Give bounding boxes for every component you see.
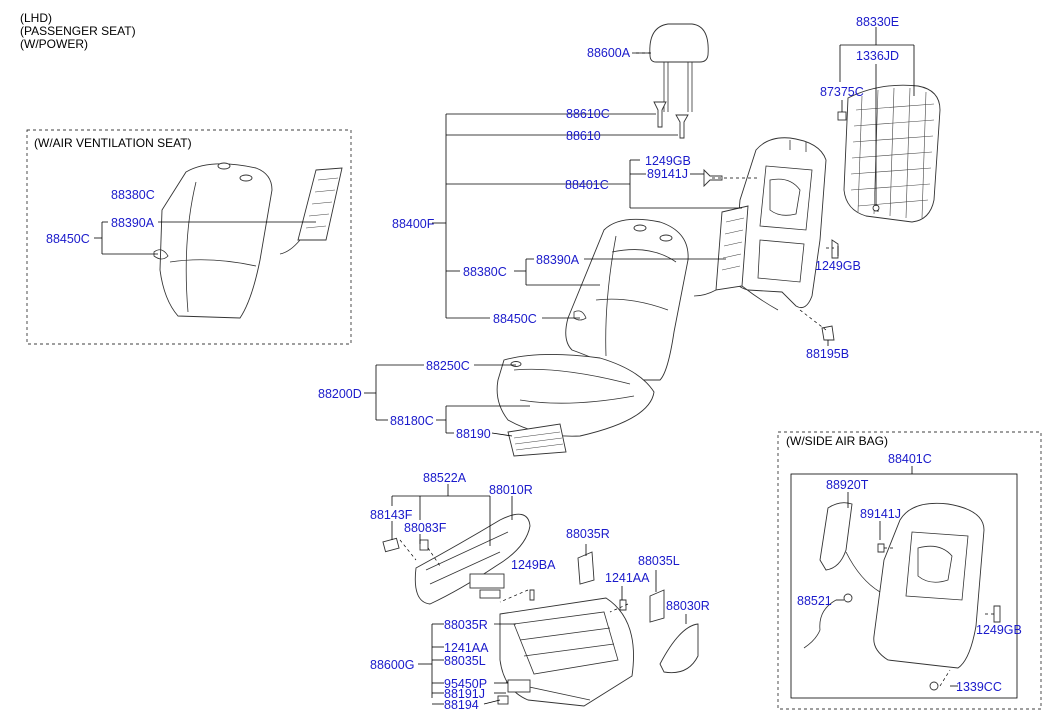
- part-95450P[interactable]: 95450P: [444, 677, 487, 691]
- air-vent-box-title: (W/AIR VENTILATION SEAT): [34, 136, 192, 150]
- part-88035L-lower[interactable]: 88035L: [444, 654, 486, 668]
- part-88035R-lower[interactable]: 88035R: [444, 618, 488, 632]
- air-vent-pad-drawing: [279, 167, 343, 255]
- part-88035L-upper[interactable]: 88035L: [638, 554, 680, 568]
- headrest-drawing: [649, 23, 709, 112]
- part-88390A-vent[interactable]: 88390A: [111, 216, 155, 230]
- part-88010R[interactable]: 88010R: [489, 483, 533, 497]
- part-88401C-main[interactable]: 88401C: [565, 178, 609, 192]
- headrest-guides-drawing: [653, 101, 689, 139]
- part-88250C[interactable]: 88250C: [426, 359, 470, 373]
- part-88143F[interactable]: 88143F: [370, 508, 413, 522]
- seatback-frame-drawing: [733, 137, 827, 309]
- part-88600A[interactable]: 88600A: [587, 46, 631, 60]
- leader-lines: [94, 27, 958, 705]
- bracket-drawings: [529, 551, 699, 674]
- part-88610[interactable]: 88610: [566, 129, 601, 143]
- part-88450C-vent[interactable]: 88450C: [46, 232, 90, 246]
- air-vent-box: [26, 129, 352, 345]
- part-88450C-main[interactable]: 88450C: [493, 312, 537, 326]
- part-88600G[interactable]: 88600G: [370, 658, 414, 672]
- airbag-module-drawing: [803, 502, 1001, 691]
- part-88522A[interactable]: 88522A: [423, 471, 467, 485]
- cushion-vent-pad-drawing: [507, 423, 567, 457]
- seatback-drawing: [565, 218, 689, 381]
- part-88180C[interactable]: 88180C: [390, 414, 434, 428]
- part-88191J[interactable]: 88191J: [444, 687, 485, 701]
- part-88390A-main[interactable]: 88390A: [536, 253, 580, 267]
- part-88035R-upper[interactable]: 88035R: [566, 527, 610, 541]
- switch-knobs-drawing: [382, 537, 429, 553]
- part-1249GB-airbag[interactable]: 1249GB: [976, 623, 1022, 637]
- seatback-rear-panel-drawing: [837, 84, 941, 223]
- ecu-module-drawing: [497, 679, 531, 705]
- part-88083F[interactable]: 88083F: [404, 521, 447, 535]
- airbag-frame-drawing: [873, 502, 985, 669]
- part-numbers: 88600A 88330E 1336JD 87375C 88610C 88610…: [46, 15, 1022, 712]
- part-1241AA-upper[interactable]: 1241AA: [605, 571, 650, 585]
- part-1336JD[interactable]: 1336JD: [856, 49, 899, 63]
- side-airbag-box-title: (W/SIDE AIR BAG): [786, 434, 888, 448]
- seat-track-drawing: [499, 597, 634, 707]
- part-88610C[interactable]: 88610C: [566, 107, 610, 121]
- part-88190[interactable]: 88190: [456, 427, 491, 441]
- part-1339CC[interactable]: 1339CC: [956, 680, 1002, 694]
- part-1249GB-right[interactable]: 1249GB: [815, 259, 861, 273]
- part-88194[interactable]: 88194: [444, 698, 479, 712]
- air-vent-seatback-drawing: [153, 162, 273, 319]
- part-88330E[interactable]: 88330E: [856, 15, 899, 29]
- part-89141J-airbag[interactable]: 89141J: [860, 507, 901, 521]
- part-88030R[interactable]: 88030R: [666, 599, 710, 613]
- part-88920T[interactable]: 88920T: [826, 478, 869, 492]
- part-88380C-vent[interactable]: 88380C: [111, 188, 155, 202]
- part-87375C[interactable]: 87375C: [820, 85, 864, 99]
- part-1249BA[interactable]: 1249BA: [511, 558, 556, 572]
- side-airbag-inner-frame: [790, 473, 1018, 699]
- part-1249GB-top[interactable]: 1249GB: [645, 154, 691, 168]
- part-88400F[interactable]: 88400F: [392, 217, 435, 231]
- part-1241AA-lower[interactable]: 1241AA: [444, 641, 489, 655]
- part-88521[interactable]: 88521: [797, 594, 832, 608]
- part-88195B[interactable]: 88195B: [806, 347, 849, 361]
- part-88380C-main[interactable]: 88380C: [463, 265, 507, 279]
- part-88200D[interactable]: 88200D: [318, 387, 362, 401]
- side-shield-drawing: [414, 513, 531, 605]
- seat-cushion-drawing: [496, 354, 655, 437]
- header-power: (W/POWER): [20, 37, 88, 51]
- part-89141J-top[interactable]: 89141J: [647, 167, 688, 181]
- header-passenger-seat: (PASSENGER SEAT): [20, 24, 136, 38]
- header-lhd: (LHD): [20, 11, 52, 25]
- part-88401C-airbag[interactable]: 88401C: [888, 452, 932, 466]
